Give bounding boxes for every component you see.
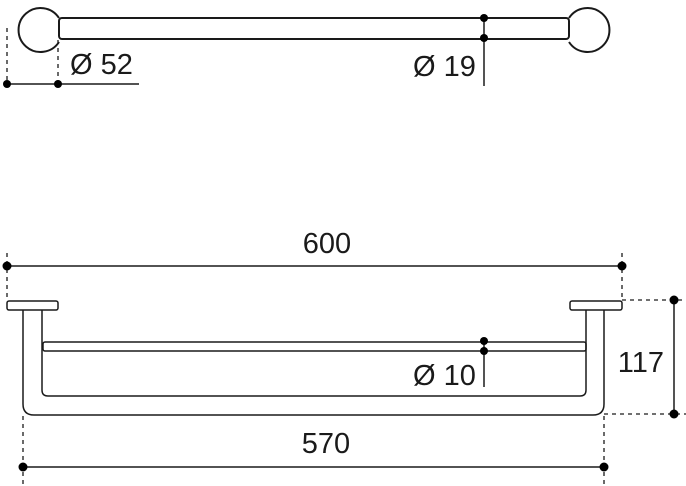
overall-length-label: 600 — [303, 228, 351, 260]
rod-diameter-label: Ø 10 — [413, 360, 476, 392]
inner-rod — [42, 341, 587, 352]
projection-label: 117 — [618, 347, 664, 379]
u-bar-outer — [22, 310, 605, 416]
left-wall-plate — [6, 300, 59, 311]
inner-dim-dot-right — [599, 462, 609, 472]
top-bar — [58, 17, 570, 40]
u-bar-inner — [41, 310, 587, 397]
bar-dim-dot-bottom — [480, 34, 488, 42]
projection-dim-dot-top — [669, 295, 679, 305]
rod-dim-dot-top — [480, 337, 488, 345]
right-wall-plate — [569, 300, 623, 311]
bar-dim-dot-top — [480, 14, 488, 22]
right-rosette — [568, 7, 611, 53]
front-view: 600 Ø 10 117 570 — [2, 228, 686, 485]
overall-dim-dot-right — [617, 261, 627, 271]
inner-dim-dot-left — [18, 462, 28, 472]
projection-dim-dot-bottom — [669, 409, 679, 419]
rod-dim-dot-bottom — [480, 347, 488, 355]
rosette-diameter-label: Ø 52 — [70, 49, 133, 81]
bar-diameter-label: Ø 19 — [413, 51, 476, 83]
rosette-dim-dot-left — [3, 80, 11, 88]
overall-dim-dot-left — [2, 261, 12, 271]
left-rosette — [17, 7, 60, 53]
top-view: Ø 52 Ø 19 — [3, 7, 611, 88]
inner-length-label: 570 — [302, 428, 350, 460]
rosette-dim-dot-right — [54, 80, 62, 88]
